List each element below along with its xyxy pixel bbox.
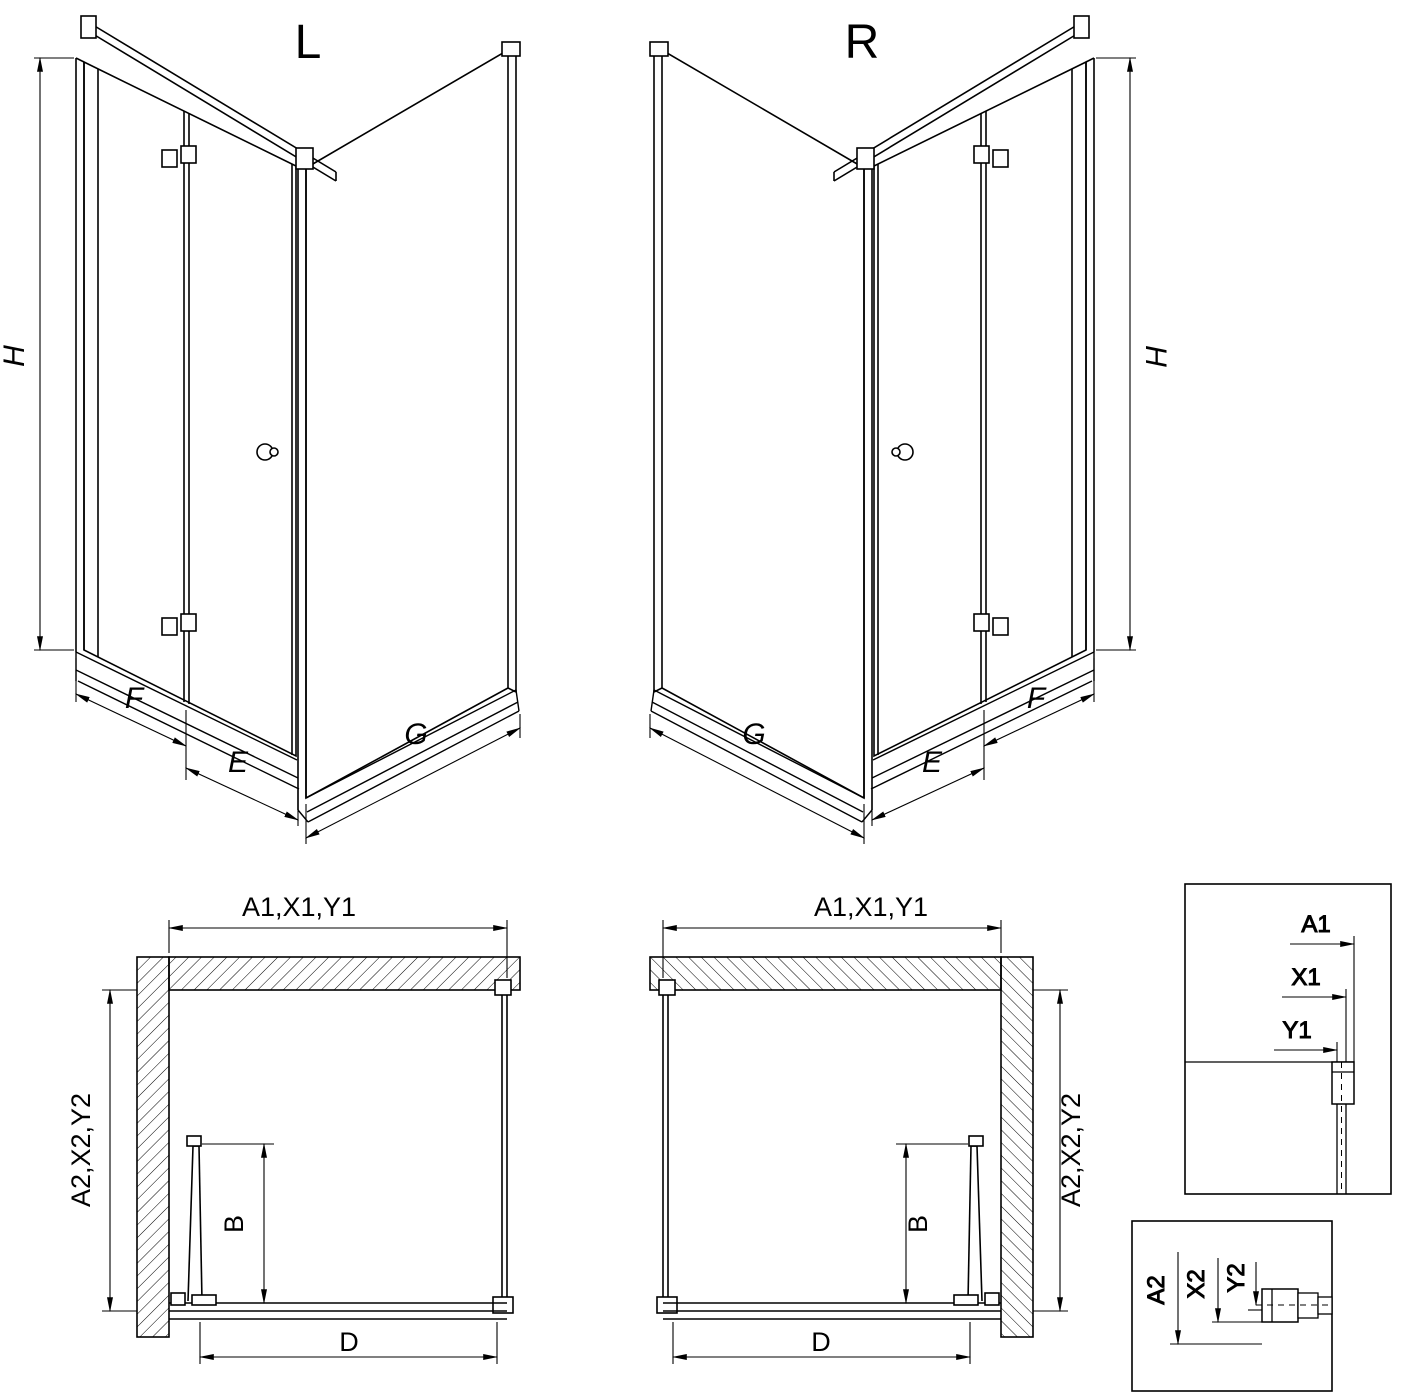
plan-view-left: A1,X1,Y1 A2,X2,Y2 B D: [66, 892, 520, 1364]
detail-view-bottom: A2 X2 Y2: [1131, 1220, 1333, 1392]
dim-label-height-left: H: [0, 345, 31, 367]
dim-label-a1x1y1-right: A1,X1,Y1: [814, 892, 928, 922]
dim-label-height-right: H: [1139, 345, 1172, 367]
iso-left-geometry: [34, 16, 520, 844]
variant-label-left: L: [295, 16, 322, 69]
detail-bottom-dimensions: [1170, 1252, 1262, 1346]
detail-top-profile: [1185, 1061, 1355, 1194]
detail-label-x1: X1: [1291, 964, 1320, 991]
detail-label-y2: Y2: [1223, 1263, 1250, 1292]
dim-label-d-right: D: [811, 1327, 831, 1357]
dim-label-g-right: G: [742, 718, 765, 751]
dim-label-b-left: B: [219, 1215, 249, 1233]
iso-view-right: R H F E G: [650, 16, 1172, 844]
iso-view-left: L H F E G: [0, 16, 520, 844]
dim-label-e-right: E: [922, 746, 943, 779]
dim-label-e-left: E: [228, 746, 249, 779]
iso-right-geometry: [650, 16, 1136, 844]
dim-label-b-right: B: [903, 1215, 933, 1233]
plan-view-right: A1,X1,Y1 A2,X2,Y2 B D: [650, 892, 1086, 1364]
dim-label-a1x1y1-left: A1,X1,Y1: [242, 892, 356, 922]
dim-label-f-right: F: [1027, 682, 1047, 715]
variant-label-right: R: [845, 16, 880, 69]
plan-left-geometry: [102, 920, 520, 1364]
dim-label-f-left: F: [125, 682, 145, 715]
detail-top-frame: [1184, 883, 1392, 1195]
dim-label-a2x2y2-left: A2,X2,Y2: [66, 1093, 96, 1207]
detail-label-a1: A1: [1301, 911, 1330, 938]
dim-label-d-left: D: [339, 1327, 359, 1357]
dim-label-a2x2y2-right: A2,X2,Y2: [1056, 1093, 1086, 1207]
detail-label-x2: X2: [1183, 1269, 1210, 1298]
plan-right-geometry: [650, 920, 1068, 1364]
detail-label-y1: Y1: [1282, 1017, 1311, 1044]
dim-label-g-left: G: [404, 718, 427, 751]
detail-top-dimensions: [1274, 936, 1356, 1062]
detail-view-top: A1 X1 Y1: [1184, 883, 1392, 1195]
detail-bottom-profile: [1256, 1288, 1333, 1323]
detail-label-a2: A2: [1143, 1275, 1170, 1304]
